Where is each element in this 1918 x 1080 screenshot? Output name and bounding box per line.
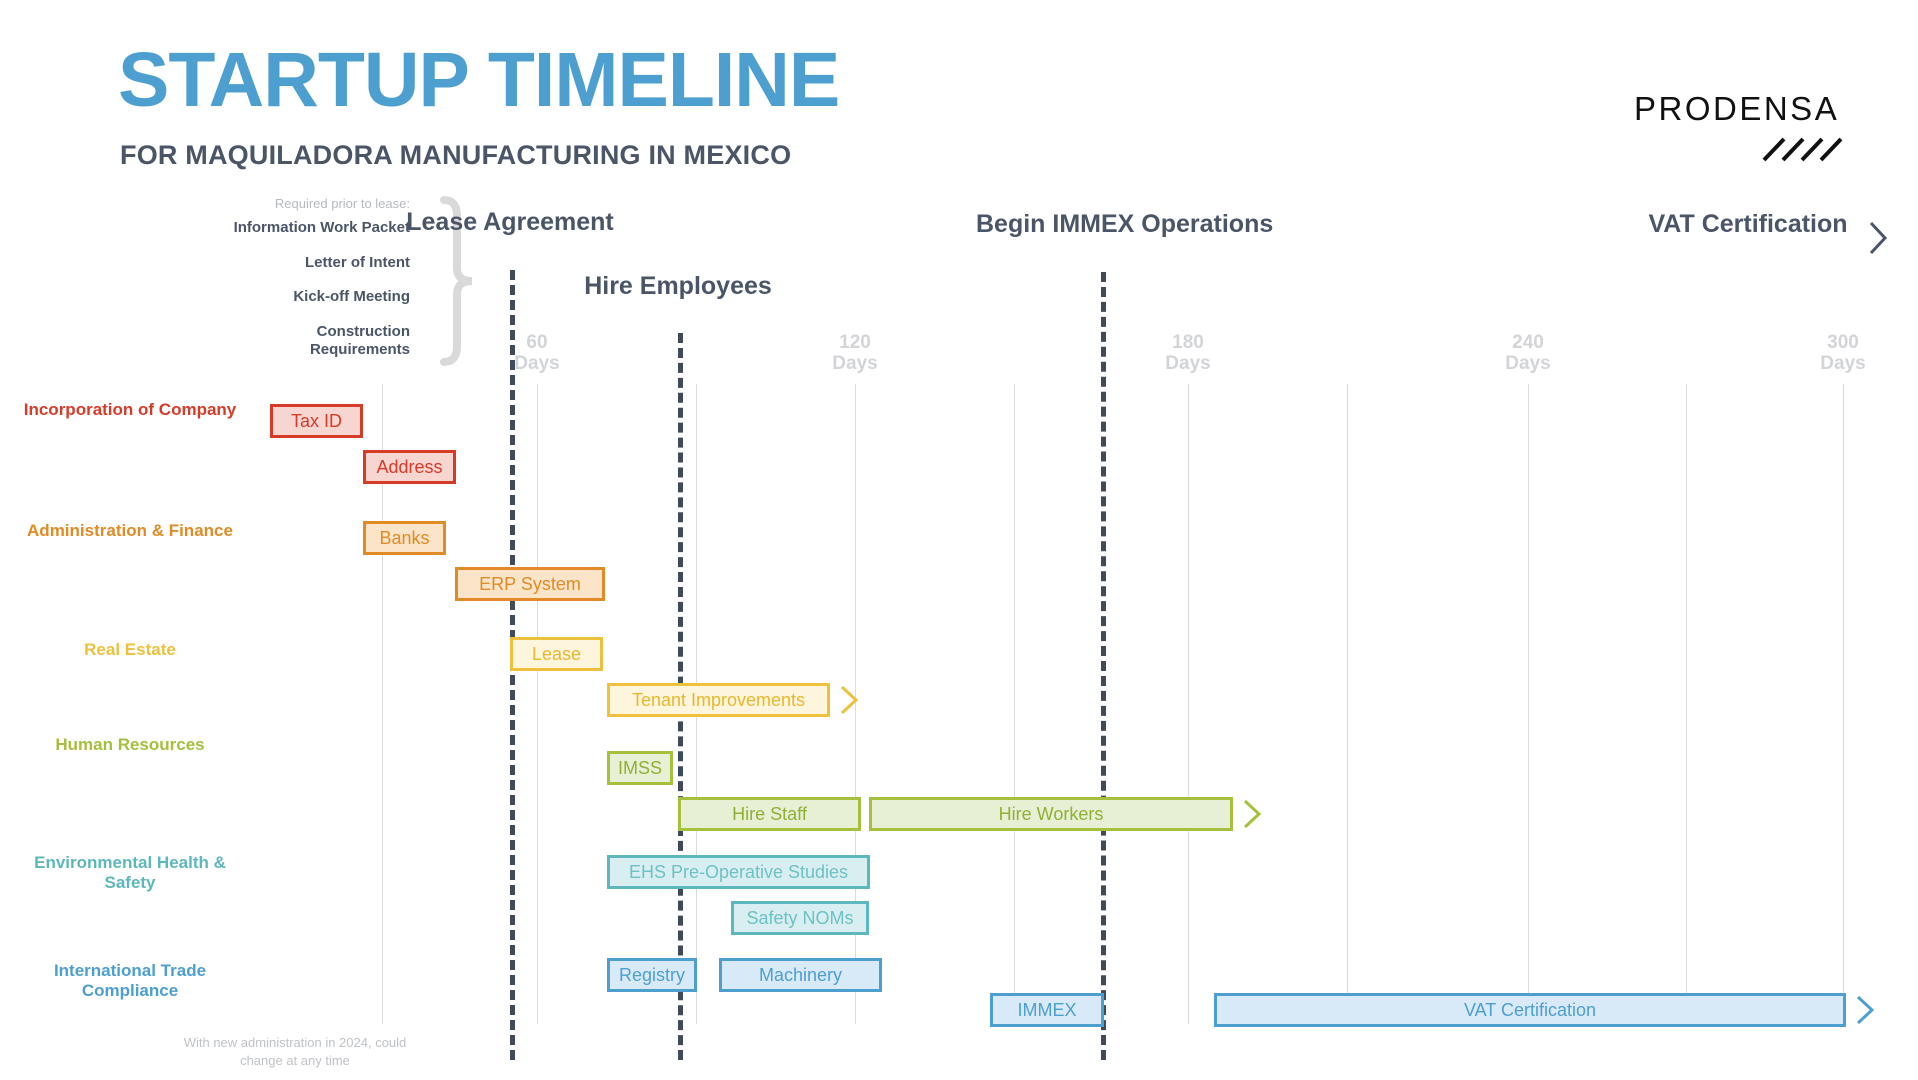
task-bar-safety-noms[interactable]: Safety NOMs [731,901,869,935]
day-number: 60 [526,332,548,353]
row-label-environmental-health-safety: Environmental Health & Safety [34,853,226,893]
prelease-item-construction-requirements: Construction Requirements [309,323,410,358]
milestone-label-vat-certification: VAT Certification [1648,210,1848,238]
task-bar-ehs-pre-operative-studies[interactable]: EHS Pre-Operative Studies [607,855,870,889]
row-label-international-trade-compliance: International Trade Compliance [53,961,207,1001]
gridline [1347,384,1348,1024]
task-bar-tenant-improvements[interactable]: Tenant Improvements [607,683,830,717]
gridline [537,384,538,1024]
day-unit: Days [514,353,560,375]
day-unit: Days [1165,353,1211,375]
gridline [855,384,856,1024]
chevron-right-icon [1856,995,1875,1025]
gridline [1528,384,1529,1024]
page-subtitle: FOR MAQUILADORA MANUFACTURING IN MEXICO [120,140,792,170]
day-unit: Days [832,353,878,375]
task-bar-banks[interactable]: Banks [363,521,446,555]
task-bar-tax-id[interactable]: Tax ID [270,404,363,438]
task-bar-imss[interactable]: IMSS [607,751,673,785]
day-number: 120 [839,332,871,353]
task-bar-address[interactable]: Address [363,450,456,484]
page-title: STARTUP TIMELINE [118,37,840,123]
task-bar-erp-system[interactable]: ERP System [455,567,605,601]
gridline [1014,384,1015,1024]
day-number: 240 [1512,332,1544,353]
chevron-right-icon [840,685,859,715]
gridline [1686,384,1687,1024]
diagonal-slashes-icon [1762,137,1843,162]
prelease-item-information-work-packet: Information Work Packet [233,219,410,236]
gridline [1843,384,1844,1024]
logo-wordmark: PRODENSA [1634,90,1840,127]
chevron-right-icon [1869,221,1888,255]
prelease-item-letter-of-intent: Letter of Intent [305,253,410,271]
milestone-label-lease-agreement: Lease Agreement [406,208,614,236]
row-label-human-resources: Human Resources [55,735,205,754]
task-bar-machinery[interactable]: Machinery [719,958,882,992]
task-bar-lease[interactable]: Lease [510,637,603,671]
prelease-item-kick-off-meeting: Kick-off Meeting [293,288,410,306]
task-bar-hire-staff[interactable]: Hire Staff [678,797,861,831]
chevron-right-icon [1243,799,1262,829]
gridline [1188,384,1189,1024]
task-bar-registry[interactable]: Registry [607,958,697,992]
task-bar-hire-workers[interactable]: Hire Workers [869,797,1233,831]
curly-brace-icon [440,196,473,366]
row-label-real-estate: Real Estate [84,640,176,659]
row-label-incorporation-of-company: Incorporation of Company [23,400,237,419]
gridline [382,384,383,1024]
footnote: With new administration in 2024, could c… [183,1035,407,1068]
milestone-line [1101,272,1106,1060]
day-number: 300 [1827,332,1859,353]
day-number: 180 [1172,332,1204,353]
row-label-administration-finance: Administration & Finance [27,521,233,540]
required-prior-to-lease-block: Required prior to lease: Information Wor… [230,196,410,375]
prelease-caption: Required prior to lease: [274,196,410,211]
day-unit: Days [1820,353,1866,375]
day-unit: Days [1505,353,1551,375]
prodensa-logo: PRODENSA [1634,92,1874,162]
task-bar-vat-certification[interactable]: VAT Certification [1214,993,1846,1027]
milestone-label-hire-employees: Hire Employees [584,272,772,300]
milestone-label-begin-immex-operations: Begin IMMEX Operations [976,210,1274,238]
task-bar-immex[interactable]: IMMEX [990,993,1104,1027]
